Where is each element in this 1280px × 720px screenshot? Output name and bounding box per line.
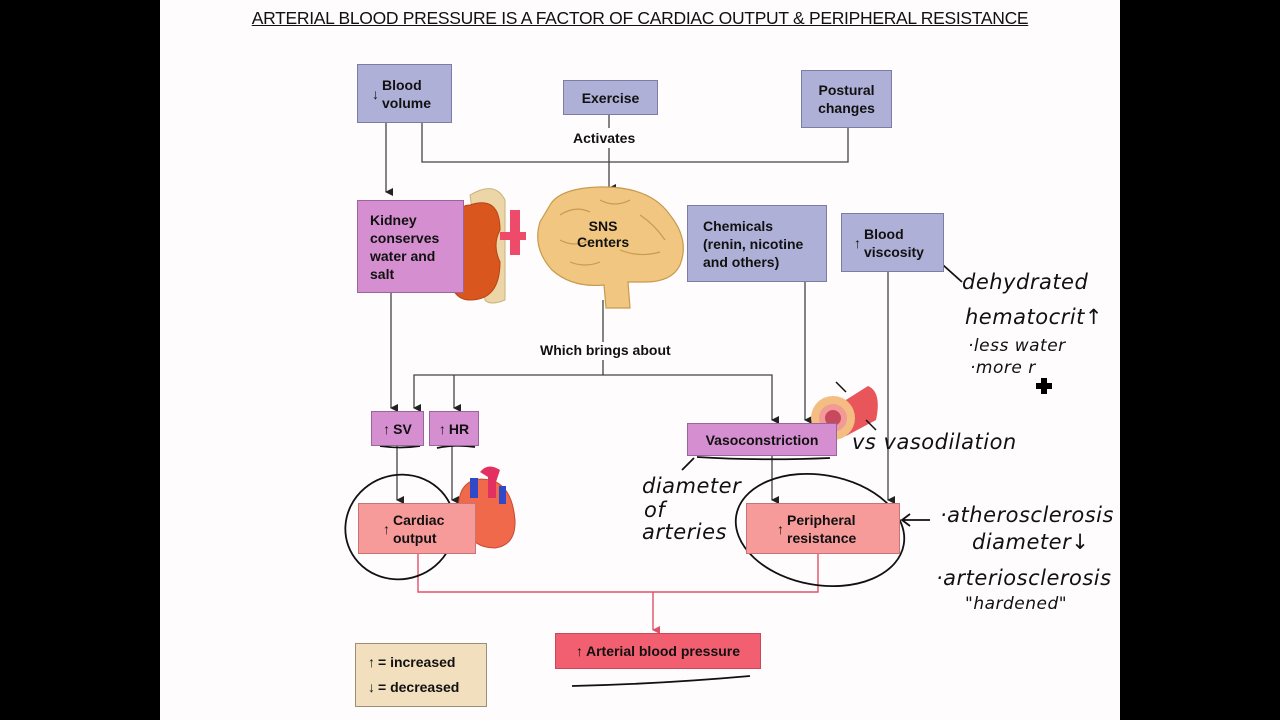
note-atherosclerosis: ·atherosclerosis xyxy=(940,503,1114,527)
node-text: conserves xyxy=(370,229,440,246)
label-which-brings-about: Which brings about xyxy=(540,342,671,358)
circle-peripheral-resistance xyxy=(734,472,906,588)
arrow-up-icon: ↑ xyxy=(575,643,583,659)
underline-hr xyxy=(436,444,476,449)
node-text: Arterial blood pressure xyxy=(585,643,741,659)
arrow-down-icon: ↓ xyxy=(372,85,379,102)
underline-abp xyxy=(571,675,751,687)
node-text: Vasoconstriction xyxy=(705,431,819,448)
node-text: water and xyxy=(370,247,436,264)
connector-wba-distribute xyxy=(413,360,604,412)
node-text: Postural xyxy=(818,82,875,98)
connector-wba-vaso xyxy=(603,374,779,424)
underline-sv xyxy=(379,445,421,449)
node-text: volume xyxy=(382,94,432,111)
handwritten-ink xyxy=(344,260,963,687)
node-text: SNS xyxy=(588,218,618,234)
node-text: viscosity xyxy=(864,243,924,260)
legend-text: = increased xyxy=(378,654,456,670)
arrow-up-icon: ↑ xyxy=(777,520,784,537)
legend-box: ↑= increased ↓= decreased xyxy=(355,643,487,707)
artery-illustration xyxy=(811,381,878,440)
arrow-up-icon: ↑ xyxy=(438,420,446,437)
node-text: (renin, nicotine xyxy=(703,235,804,252)
node-text: Blood xyxy=(382,76,422,93)
note-hematocrit: hematocrit↑ xyxy=(965,305,1103,329)
label-activates: Activates xyxy=(573,130,636,146)
node-text: Centers xyxy=(577,234,630,250)
arrow-up-icon: ↑ xyxy=(383,420,391,437)
slide-title: ARTERIAL BLOOD PRESSURE IS A FACTOR OF C… xyxy=(251,8,1029,28)
connector-inputs-collector xyxy=(421,123,849,163)
node-text: salt xyxy=(370,265,395,282)
legend-decreased: ↓= decreased xyxy=(368,675,459,700)
node-postural-changes: Postural changes xyxy=(801,70,892,128)
pointer-viscosity xyxy=(942,264,963,283)
note-less-water: ·less water xyxy=(968,336,1066,356)
note-hardened: "hardened" xyxy=(965,594,1068,614)
note-more-r: ·more r xyxy=(970,358,1036,378)
arrow-up-icon: ↑ xyxy=(854,234,861,251)
node-arterial-blood-pressure: ↑Arterial blood pressure xyxy=(555,633,761,669)
brain-illustration xyxy=(537,186,684,309)
note-vs-vasodilation: vs vasodilation xyxy=(852,430,1017,454)
arrow-up-icon: ↑ xyxy=(368,654,375,670)
pen-cursor-icon xyxy=(1036,378,1052,394)
node-text: Cardiac xyxy=(393,511,445,528)
node-text: resistance xyxy=(787,529,857,546)
legend-increased: ↑= increased xyxy=(368,650,455,675)
node-text: output xyxy=(393,529,437,546)
legend-text: = decreased xyxy=(378,679,460,695)
node-text: Blood xyxy=(864,225,904,242)
note-arteries: arteries xyxy=(642,520,727,544)
node-text: Exercise xyxy=(581,89,640,106)
note-arteriosclerosis: ·arteriosclerosis xyxy=(936,566,1112,590)
node-vasoconstriction: Vasoconstriction xyxy=(687,423,837,456)
connector-co-merge xyxy=(417,554,819,593)
node-sv: ↑SV xyxy=(371,411,424,446)
node-text: Peripheral xyxy=(787,511,856,528)
node-hr: ↑HR xyxy=(429,411,479,446)
node-text: SV xyxy=(393,420,412,437)
slide-page xyxy=(160,0,1120,720)
note-dehydrated: dehydrated xyxy=(962,270,1089,294)
pointer-vaso xyxy=(681,457,695,471)
node-text: changes xyxy=(818,100,875,116)
arrow-down-icon: ↓ xyxy=(368,679,375,695)
node-text: and others) xyxy=(703,253,780,270)
arrow-up-icon: ↑ xyxy=(383,520,390,537)
node-text: HR xyxy=(448,420,470,437)
pointer-pr xyxy=(900,513,930,527)
note-diameter: diameter xyxy=(642,474,742,498)
node-text: Chemicals xyxy=(703,217,774,234)
underline-vaso xyxy=(696,456,831,461)
note-of: of xyxy=(644,498,666,522)
node-text: Kidney xyxy=(370,211,417,228)
node-exercise: Exercise xyxy=(563,80,658,115)
note-diameter-down: diameter↓ xyxy=(972,530,1090,554)
